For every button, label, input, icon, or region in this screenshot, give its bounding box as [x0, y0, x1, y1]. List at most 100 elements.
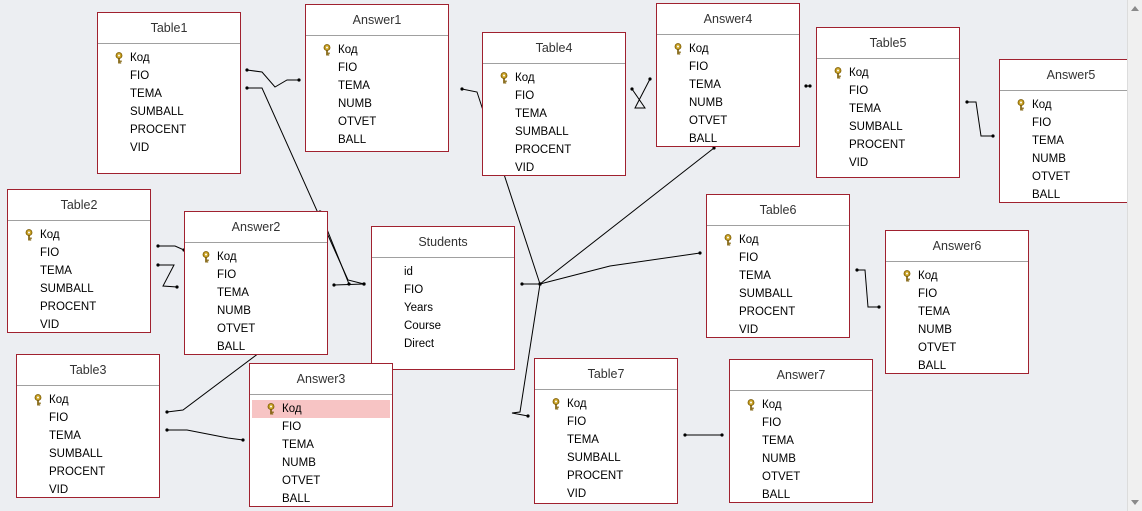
- field-row[interactable]: Код: [483, 69, 625, 87]
- field-row[interactable]: VID: [817, 154, 959, 172]
- field-row[interactable]: BALL: [657, 130, 799, 148]
- field-row[interactable]: SUMBALL: [535, 449, 677, 467]
- field-row[interactable]: FIO: [8, 244, 150, 262]
- field-row[interactable]: NUMB: [1000, 150, 1127, 168]
- field-row[interactable]: PROCENT: [17, 463, 159, 481]
- table-title[interactable]: Answer3: [250, 364, 392, 395]
- field-row[interactable]: NUMB: [185, 302, 327, 320]
- field-row[interactable]: Код: [8, 226, 150, 244]
- field-row[interactable]: PROCENT: [535, 467, 677, 485]
- link-table2-answer2[interactable]: [158, 245, 185, 251]
- field-row[interactable]: Years: [372, 299, 514, 317]
- field-row[interactable]: PROCENT: [483, 141, 625, 159]
- field-row[interactable]: OTVET: [1000, 168, 1127, 186]
- field-row[interactable]: VID: [8, 316, 150, 334]
- field-row[interactable]: Код: [17, 391, 159, 409]
- field-row[interactable]: TEMA: [98, 85, 240, 103]
- field-row[interactable]: TEMA: [8, 262, 150, 280]
- link-table1-students[interactable]: [247, 87, 365, 285]
- link-table6-answer6[interactable]: [857, 269, 879, 308]
- field-row[interactable]: SUMBALL: [483, 123, 625, 141]
- field-row[interactable]: PROCENT: [98, 121, 240, 139]
- scroll-up-icon[interactable]: [1131, 6, 1139, 11]
- field-row[interactable]: NUMB: [306, 95, 448, 113]
- field-row[interactable]: FIO: [17, 409, 159, 427]
- field-row[interactable]: Код: [707, 231, 849, 249]
- link-table2-answer2b[interactable]: [158, 264, 178, 288]
- field-row[interactable]: BALL: [1000, 186, 1127, 204]
- field-row[interactable]: Direct: [372, 335, 514, 353]
- field-row[interactable]: OTVET: [730, 468, 872, 486]
- scroll-down-icon[interactable]: [1131, 500, 1139, 505]
- field-row[interactable]: PROCENT: [8, 298, 150, 316]
- field-row[interactable]: FIO: [886, 285, 1028, 303]
- table-title[interactable]: Table3: [17, 355, 159, 386]
- field-row[interactable]: TEMA: [707, 267, 849, 285]
- field-row[interactable]: BALL: [250, 490, 392, 508]
- field-row[interactable]: BALL: [886, 357, 1028, 375]
- field-row[interactable]: Course: [372, 317, 514, 335]
- vertical-scrollbar[interactable]: [1127, 0, 1142, 511]
- field-row[interactable]: VID: [17, 481, 159, 499]
- field-row[interactable]: VID: [483, 159, 625, 177]
- field-row[interactable]: Код: [657, 40, 799, 58]
- field-row[interactable]: FIO: [817, 82, 959, 100]
- field-row[interactable]: FIO: [535, 413, 677, 431]
- link-students-table7[interactable]: [511, 283, 541, 417]
- field-row[interactable]: TEMA: [535, 431, 677, 449]
- field-row[interactable]: FIO: [657, 58, 799, 76]
- field-row[interactable]: OTVET: [306, 113, 448, 131]
- table-title[interactable]: Table1: [98, 13, 240, 44]
- field-row[interactable]: OTVET: [250, 472, 392, 490]
- field-row[interactable]: FIO: [730, 414, 872, 432]
- field-row[interactable]: PROCENT: [707, 303, 849, 321]
- field-row[interactable]: VID: [707, 321, 849, 339]
- field-row[interactable]: SUMBALL: [98, 103, 240, 121]
- field-row[interactable]: Код: [252, 400, 390, 418]
- field-row[interactable]: TEMA: [483, 105, 625, 123]
- link-table3-answer3[interactable]: [167, 429, 244, 441]
- field-row[interactable]: Код: [817, 64, 959, 82]
- field-row[interactable]: NUMB: [657, 94, 799, 112]
- field-row[interactable]: Код: [1000, 96, 1127, 114]
- table-title[interactable]: Table6: [707, 195, 849, 226]
- link-table1-answer1[interactable]: [246, 69, 299, 88]
- link-table3-answer2[interactable]: [166, 352, 260, 413]
- table-title[interactable]: Answer2: [185, 212, 327, 243]
- field-row[interactable]: BALL: [730, 486, 872, 504]
- table-title[interactable]: Answer1: [306, 5, 448, 36]
- field-row[interactable]: PROCENT: [817, 136, 959, 154]
- table-title[interactable]: Table4: [483, 33, 625, 64]
- field-row[interactable]: FIO: [250, 418, 392, 436]
- field-row[interactable]: Код: [535, 395, 677, 413]
- field-row[interactable]: TEMA: [817, 100, 959, 118]
- link-answer4-students[interactable]: [539, 147, 715, 285]
- field-row[interactable]: FIO: [98, 67, 240, 85]
- field-row[interactable]: Код: [306, 41, 448, 59]
- table-title[interactable]: Answer7: [730, 360, 872, 391]
- field-row[interactable]: NUMB: [730, 450, 872, 468]
- field-row[interactable]: BALL: [306, 131, 448, 149]
- table-title[interactable]: Students: [372, 227, 514, 258]
- field-row[interactable]: SUMBALL: [8, 280, 150, 298]
- field-row[interactable]: TEMA: [886, 303, 1028, 321]
- field-row[interactable]: VID: [98, 139, 240, 157]
- table-title[interactable]: Table2: [8, 190, 150, 221]
- field-row[interactable]: OTVET: [886, 339, 1028, 357]
- link-table4-answer4[interactable]: [631, 78, 651, 109]
- field-row[interactable]: TEMA: [657, 76, 799, 94]
- field-row[interactable]: Код: [185, 248, 327, 266]
- field-row[interactable]: FIO: [1000, 114, 1127, 132]
